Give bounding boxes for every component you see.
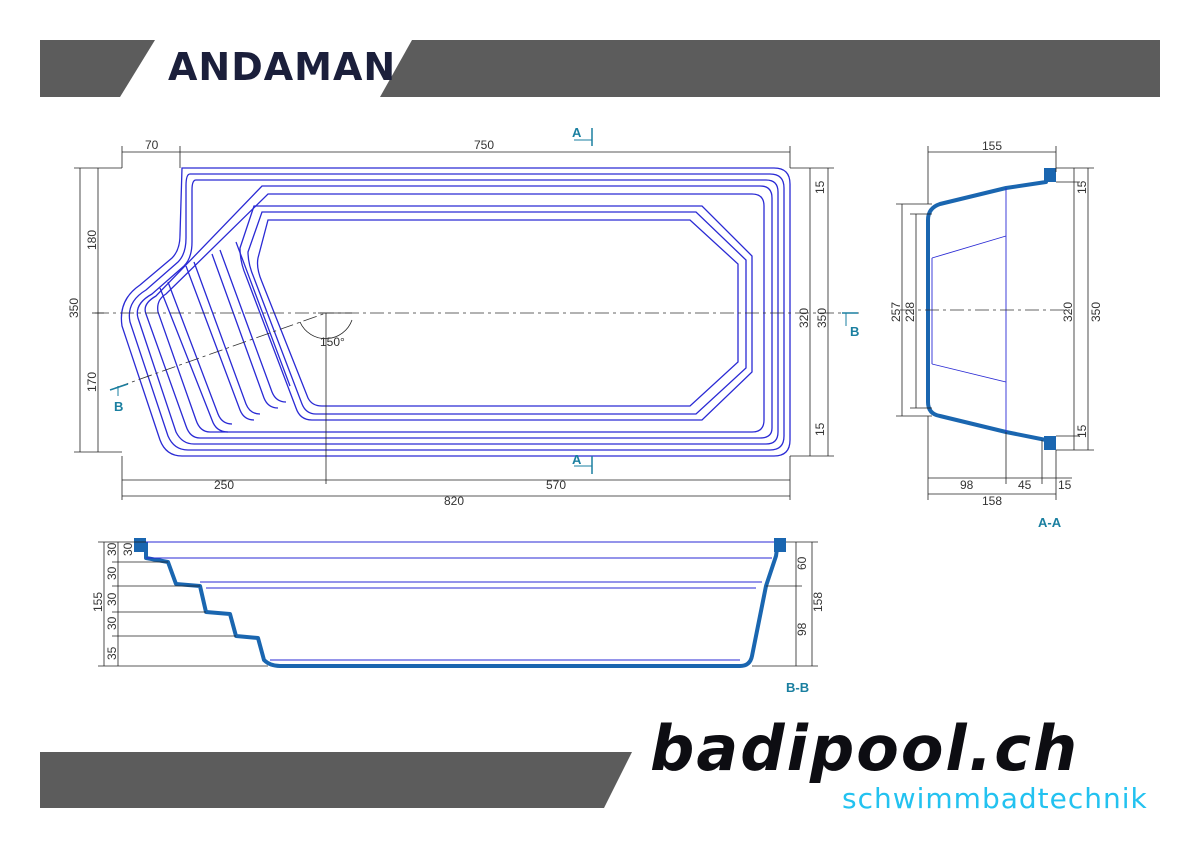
aa-dim-right-inner: 320	[1061, 302, 1075, 322]
dim-top-left: 70	[145, 138, 159, 152]
bb-dim-total-left: 155	[91, 592, 105, 612]
aa-dim-bottom-b: 45	[1018, 478, 1032, 492]
aa-dim-bottom-a: 98	[960, 478, 974, 492]
dim-right-inner: 320	[797, 308, 811, 328]
dim-right-top: 15	[813, 180, 827, 194]
section-marker-a-bottom: A	[572, 452, 593, 474]
dim-left-total: 350	[67, 298, 81, 318]
aa-dim-top: 155	[982, 139, 1002, 153]
dim-left-lower: 170	[85, 372, 99, 392]
bb-dim-step-2: 30	[105, 566, 119, 580]
aa-dim-right-bottom: 15	[1075, 424, 1089, 438]
svg-text:A: A	[572, 452, 582, 467]
bb-dim-step-top: 30	[105, 542, 119, 556]
svg-text:B: B	[114, 399, 123, 414]
footer-banner	[40, 752, 632, 808]
dim-top-length: 750	[474, 138, 494, 152]
plan-view: 150° 70 750 350 180 170 15 320 350 15 25…	[67, 125, 860, 508]
bb-dim-right-lower: 98	[795, 622, 809, 636]
dim-bottom-total: 820	[444, 494, 464, 508]
bb-dim-step-1: 30	[121, 542, 135, 556]
header-banner: ANDAMAN	[40, 40, 1160, 97]
section-marker-a-top: A	[572, 125, 593, 146]
section-marker-b-left: B	[109, 383, 129, 414]
section-bb-label: B-B	[786, 680, 809, 695]
aa-dim-left-outer: 257	[889, 302, 903, 322]
dim-bottom-right: 570	[546, 478, 566, 492]
section-aa: 155 257 228 15 320 350 15 98 45 15 158 A…	[889, 139, 1103, 530]
bb-dim-right-total: 158	[811, 592, 825, 612]
aa-dim-bottom-total: 158	[982, 494, 1002, 508]
brand-tagline: schwimmbadtechnik	[842, 782, 1148, 815]
bb-dim-step-3: 30	[105, 592, 119, 606]
dim-bottom-left: 250	[214, 478, 234, 492]
angle-label: 150°	[320, 335, 345, 349]
section-marker-b-right: B	[842, 312, 859, 339]
svg-text:A: A	[572, 125, 582, 140]
svg-text:B: B	[850, 324, 859, 339]
section-bb: 155 30 30 30 30 30 35 60 98 158 B-B	[91, 538, 825, 695]
section-aa-label: A-A	[1038, 515, 1062, 530]
dim-right-bottom: 15	[813, 422, 827, 436]
aa-dim-bottom-c: 15	[1058, 478, 1072, 492]
aa-dim-right-top: 15	[1075, 180, 1089, 194]
dim-right-total: 350	[815, 308, 829, 328]
bb-dim-step-5: 35	[105, 646, 119, 660]
aa-dim-right-outer: 350	[1089, 302, 1103, 322]
brand-name: badipool.ch	[650, 712, 1079, 785]
brand-logo: badipool.ch schwimmbadtechnik	[650, 712, 1148, 815]
bb-dim-right-upper: 60	[795, 556, 809, 570]
aa-dim-left-inner: 228	[903, 302, 917, 322]
bb-dim-step-4: 30	[105, 616, 119, 630]
dim-left-upper: 180	[85, 230, 99, 250]
page-title: ANDAMAN	[168, 45, 396, 89]
